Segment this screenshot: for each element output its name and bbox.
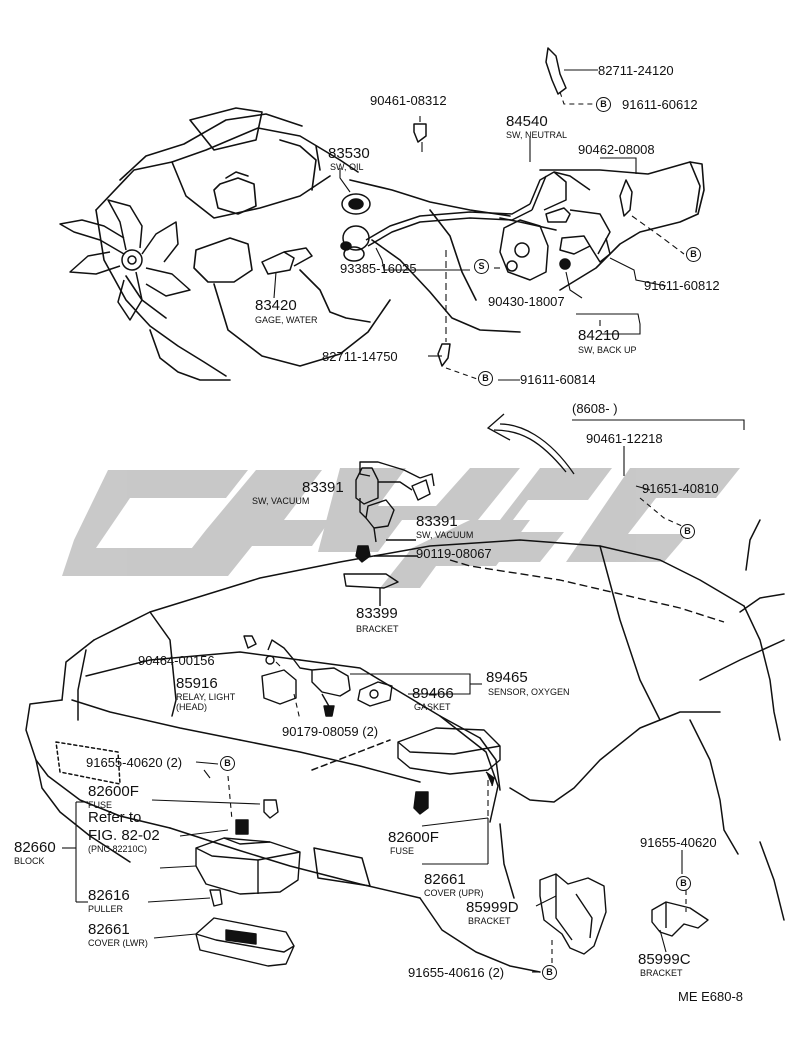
part-82600f-a-desc: FUSE [88,800,113,810]
circle-b-marker: B [680,524,695,539]
part-89466-desc: GASKET [414,702,451,712]
part-90464-00156: 90464-00156 [138,653,215,668]
circle-b-marker: B [686,247,701,262]
circle-b-marker: B [596,97,611,112]
pnc-reference: (PNC 82210C) [88,844,148,854]
part-90119-08067: 90119-08067 [416,546,492,561]
part-83399-desc: BRACKET [356,624,399,634]
part-83530: 83530 [328,145,370,162]
part-85999c-desc: BRACKET [640,968,683,978]
circle-b-marker: B [676,876,691,891]
fuse-block-parts [195,635,501,967]
circle-b-marker: B [542,965,557,980]
part-91655-40620-a: 91655-40620 (2) [86,755,183,770]
part-83420: 83420 [255,297,297,314]
leader-lines-top [273,69,745,527]
part-91651-40810: 91651-40810 [642,481,719,496]
part-82711-14750: 82711-14750 [322,349,398,364]
part-82661-lwr: 82661 [88,921,130,938]
fan-drawing [59,199,191,321]
part-82616-desc: PULLER [88,904,124,914]
part-83391-b-desc: SW, VACUUM [416,530,474,540]
refer-to-text: Refer to [88,809,142,826]
part-90461-12218: 90461-12218 [586,431,663,446]
part-83420-desc: GAGE, WATER [255,315,318,325]
figure-code: ME E680-8 [678,989,744,1004]
part-84540: 84540 [506,113,548,130]
part-91655-40620-b: 91655-40620 [640,835,717,850]
part-91611-60814: 91611-60814 [520,372,596,387]
part-90179-08059: 90179-08059 (2) [282,724,379,739]
circle-s-marker: S [474,259,489,274]
part-84540-desc: SW, NEUTRAL [506,130,568,140]
part-90430-18007: 90430-18007 [488,294,565,309]
part-83391-b: 83391 [416,513,458,530]
part-89465: 89465 [486,669,528,686]
circle-b-marker: B [478,371,493,386]
bracket-parts [539,873,709,955]
part-85999c: 85999C [638,951,691,968]
part-85999d: 85999D [466,899,519,916]
part-82600f-a: 82600F [88,783,139,800]
part-82711-24120: 82711-24120 [598,63,674,78]
watermark-logo [62,468,740,588]
part-82661-lwr-desc: COVER (LWR) [88,938,148,948]
part-82661-upr-desc: COVER (UPR) [424,888,484,898]
part-85916: 85916 [176,675,218,692]
part-85916-desc-2: (HEAD) [176,702,207,712]
figure-reference: FIG. 82-02 [88,827,160,844]
part-83391-a-desc: SW, VACUUM [252,496,310,506]
part-91611-60612: 91611-60612 [622,97,698,112]
engine-drawing [95,107,705,381]
part-82600f-b-desc: FUSE [390,846,415,856]
part-83530-desc: SW, OIL [330,162,364,172]
part-90462-08008: 90462-08008 [578,142,655,157]
part-90461-08312: 90461-08312 [370,93,447,108]
part-82660: 82660 [14,839,56,856]
part-91611-60812: 91611-60812 [644,278,720,293]
part-82660-desc: BLOCK [14,856,45,866]
part-82600f-b: 82600F [388,829,439,846]
date-range: (8608- ) [572,401,618,416]
leader-lines-bottom [62,661,687,973]
part-82616: 82616 [88,887,130,904]
circle-b-marker: B [220,756,235,771]
arrow-indicator [486,413,575,475]
part-85999d-desc: BRACKET [468,916,511,926]
part-83391-a: 83391 [302,479,344,496]
part-93385-16025: 93385-16025 [340,261,417,276]
part-91655-40616: 91655-40616 (2) [408,965,505,980]
part-84210: 84210 [578,327,620,344]
part-89465-desc: SENSOR, OXYGEN [488,687,570,697]
part-84210-desc: SW, BACK UP [578,345,637,355]
engine-components [261,47,633,367]
part-82661-upr: 82661 [424,871,466,888]
part-89466: 89466 [412,685,454,702]
car-body-drawing [25,519,785,973]
part-83399: 83399 [356,605,398,622]
part-85916-desc-1: RELAY, LIGHT [176,692,236,702]
